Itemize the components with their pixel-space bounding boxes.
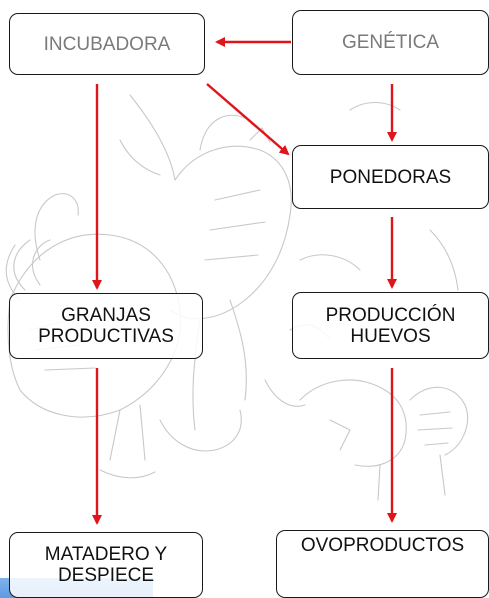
node-granjas-productivas: GRANJAS PRODUCTIVAS (9, 293, 203, 359)
node-ovoproductos: OVOPRODUCTOS (276, 530, 489, 598)
node-genetica: GENÉTICA (292, 10, 489, 75)
node-matadero-despiece: MATADERO Y DESPIECE (9, 532, 203, 598)
node-incubadora: INCUBADORA (9, 13, 205, 75)
node-ponedoras: PONEDORAS (292, 145, 489, 209)
arrow-incubadora-to-ponedoras (206, 83, 290, 156)
node-produccion-huevos: PRODUCCIÓN HUEVOS (292, 292, 489, 359)
